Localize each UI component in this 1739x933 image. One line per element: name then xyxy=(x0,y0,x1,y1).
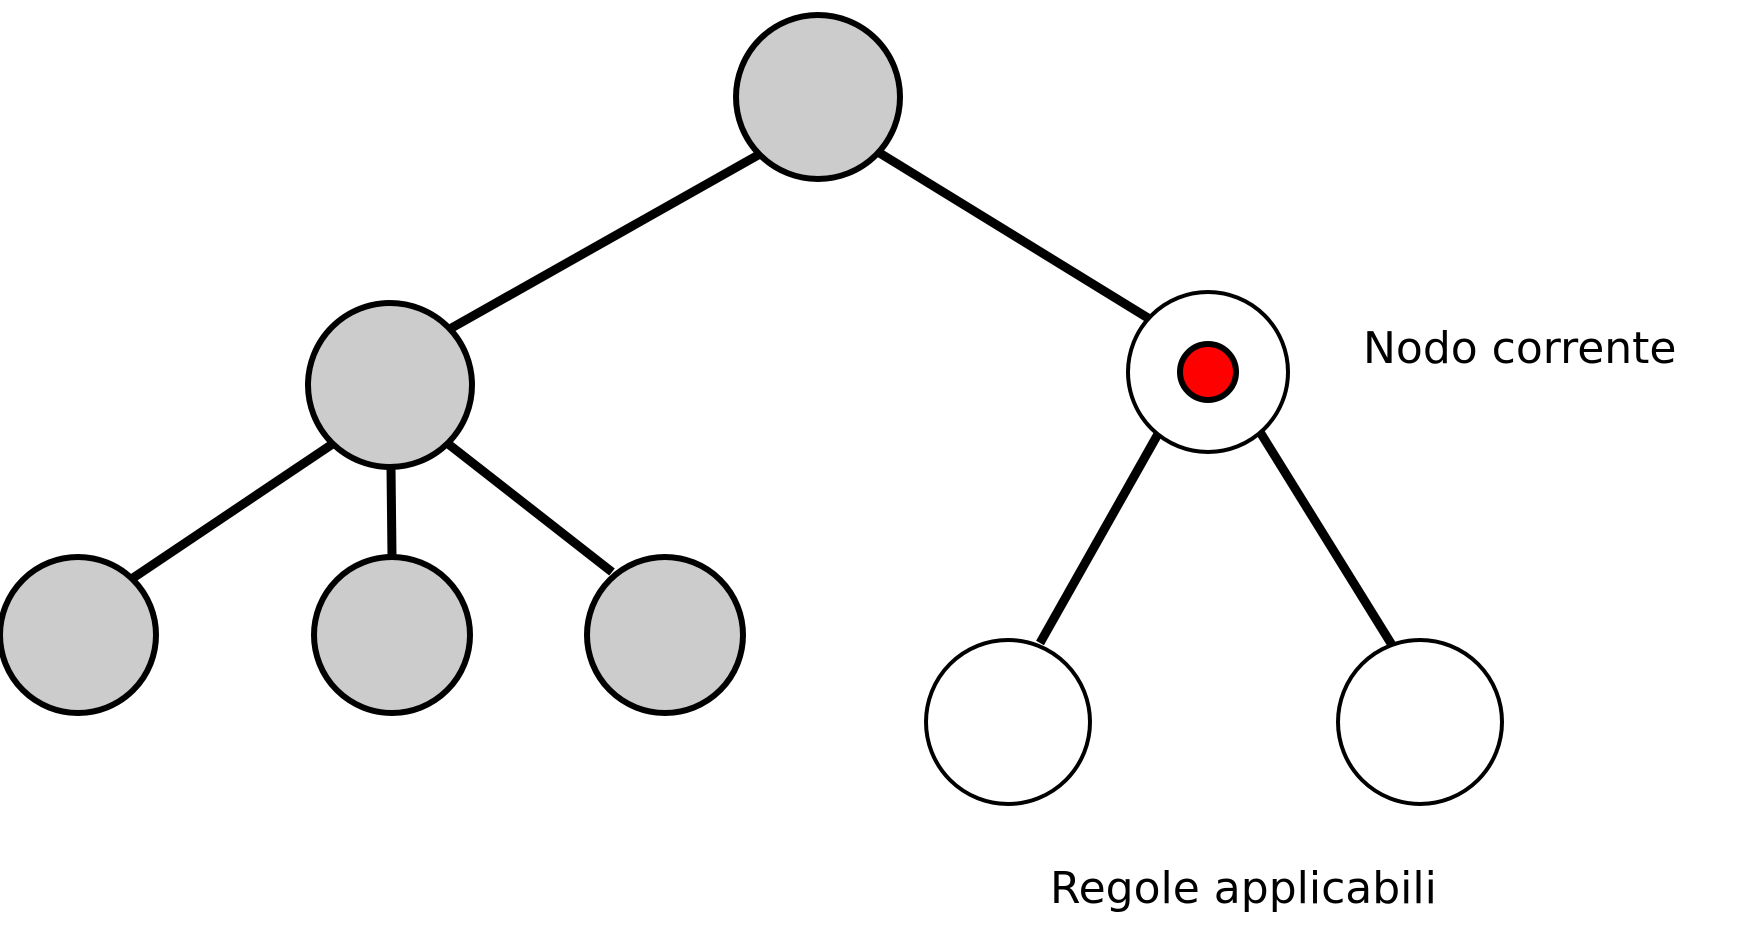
node-leaf-3[interactable] xyxy=(584,554,746,716)
applicable-rules-label: Regole applicabili xyxy=(1050,863,1437,914)
edge-left-branch-to-leaf-3 xyxy=(444,439,615,576)
node-leaf-2[interactable] xyxy=(311,554,473,716)
edge-root-to-current-node xyxy=(875,148,1151,322)
edge-current-node-to-rule-leaf-2 xyxy=(1256,429,1396,648)
edge-left-branch-to-leaf-2 xyxy=(386,466,397,558)
current-node-marker-icon xyxy=(1177,341,1239,403)
node-group xyxy=(0,12,1504,806)
edge-root-to-left-branch xyxy=(445,150,763,334)
node-rule-leaf-2[interactable] xyxy=(1336,638,1504,806)
label-group: Nodo corrente Regole applicabili xyxy=(1050,323,1677,914)
edge-current-node-to-rule-leaf-1 xyxy=(1036,431,1162,646)
node-root[interactable] xyxy=(733,12,903,182)
current-node-label: Nodo corrente xyxy=(1363,323,1677,374)
node-leaf-1[interactable] xyxy=(0,554,159,716)
node-left-branch[interactable] xyxy=(305,300,475,470)
node-rule-leaf-1[interactable] xyxy=(924,638,1092,806)
edge-left-branch-to-leaf-1 xyxy=(130,439,337,582)
edge-group xyxy=(130,148,1396,648)
